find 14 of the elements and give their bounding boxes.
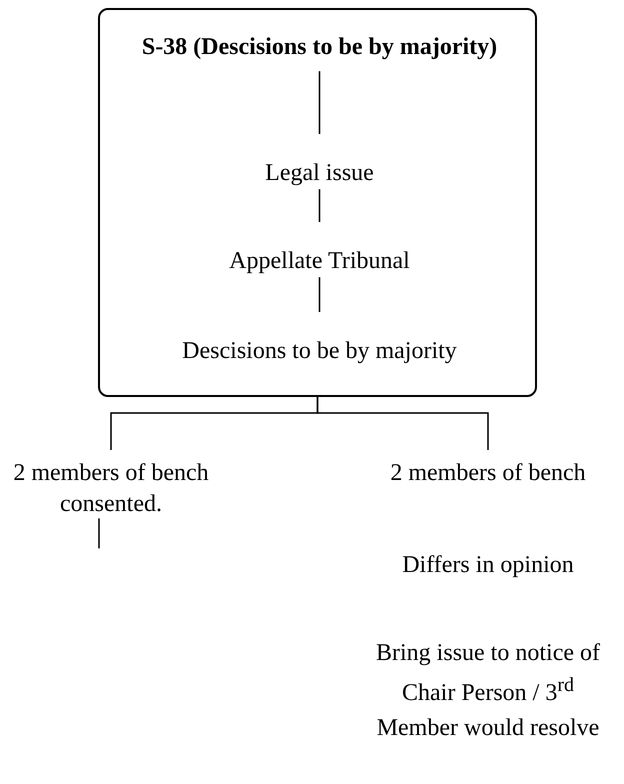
note-text: Bring issue to notice of Chair Person / 3$^{rd}$ Member would resolve <box>375 639 601 743</box>
node-text: Descisions to be by majority <box>181 337 458 366</box>
connector-line <box>318 189 320 222</box>
rounded-frame <box>98 8 537 397</box>
node-text: Appellate Tribunal <box>228 247 411 276</box>
node-text: 2 members of bench <box>389 459 587 488</box>
connector-line <box>316 397 489 450</box>
node-text: 2 members of bench consented. <box>12 459 210 520</box>
node-text: Legal issue <box>264 159 375 188</box>
note-text: Differs in opinion <box>401 551 575 580</box>
connector-line <box>318 71 320 134</box>
connector-line <box>318 277 320 312</box>
heading-text: S-38 (Descisions to be by majority) <box>140 33 498 62</box>
connector-line <box>98 518 100 548</box>
